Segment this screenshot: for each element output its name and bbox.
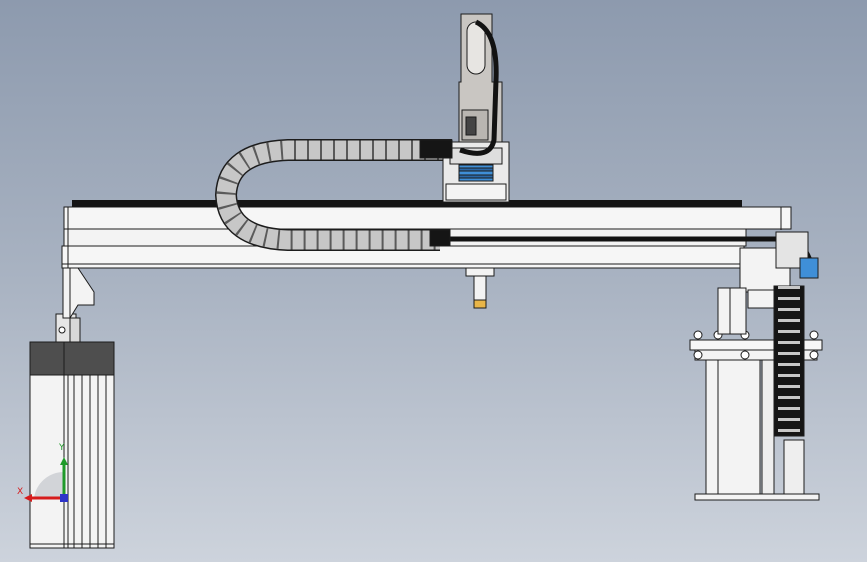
left-bracket [62,267,95,319]
linear-rail [72,200,742,207]
z-axis-cable [459,19,499,156]
tool-tip [465,267,495,309]
triad-x-label: X [17,487,24,497]
left-column [29,313,115,549]
triad-z-axis [60,494,68,502]
y-axis-motor-block [717,231,819,335]
triad-y-label: Y [59,443,65,453]
coordinate-triad [24,457,68,502]
drag-chain [216,140,452,250]
right-column [689,330,823,501]
